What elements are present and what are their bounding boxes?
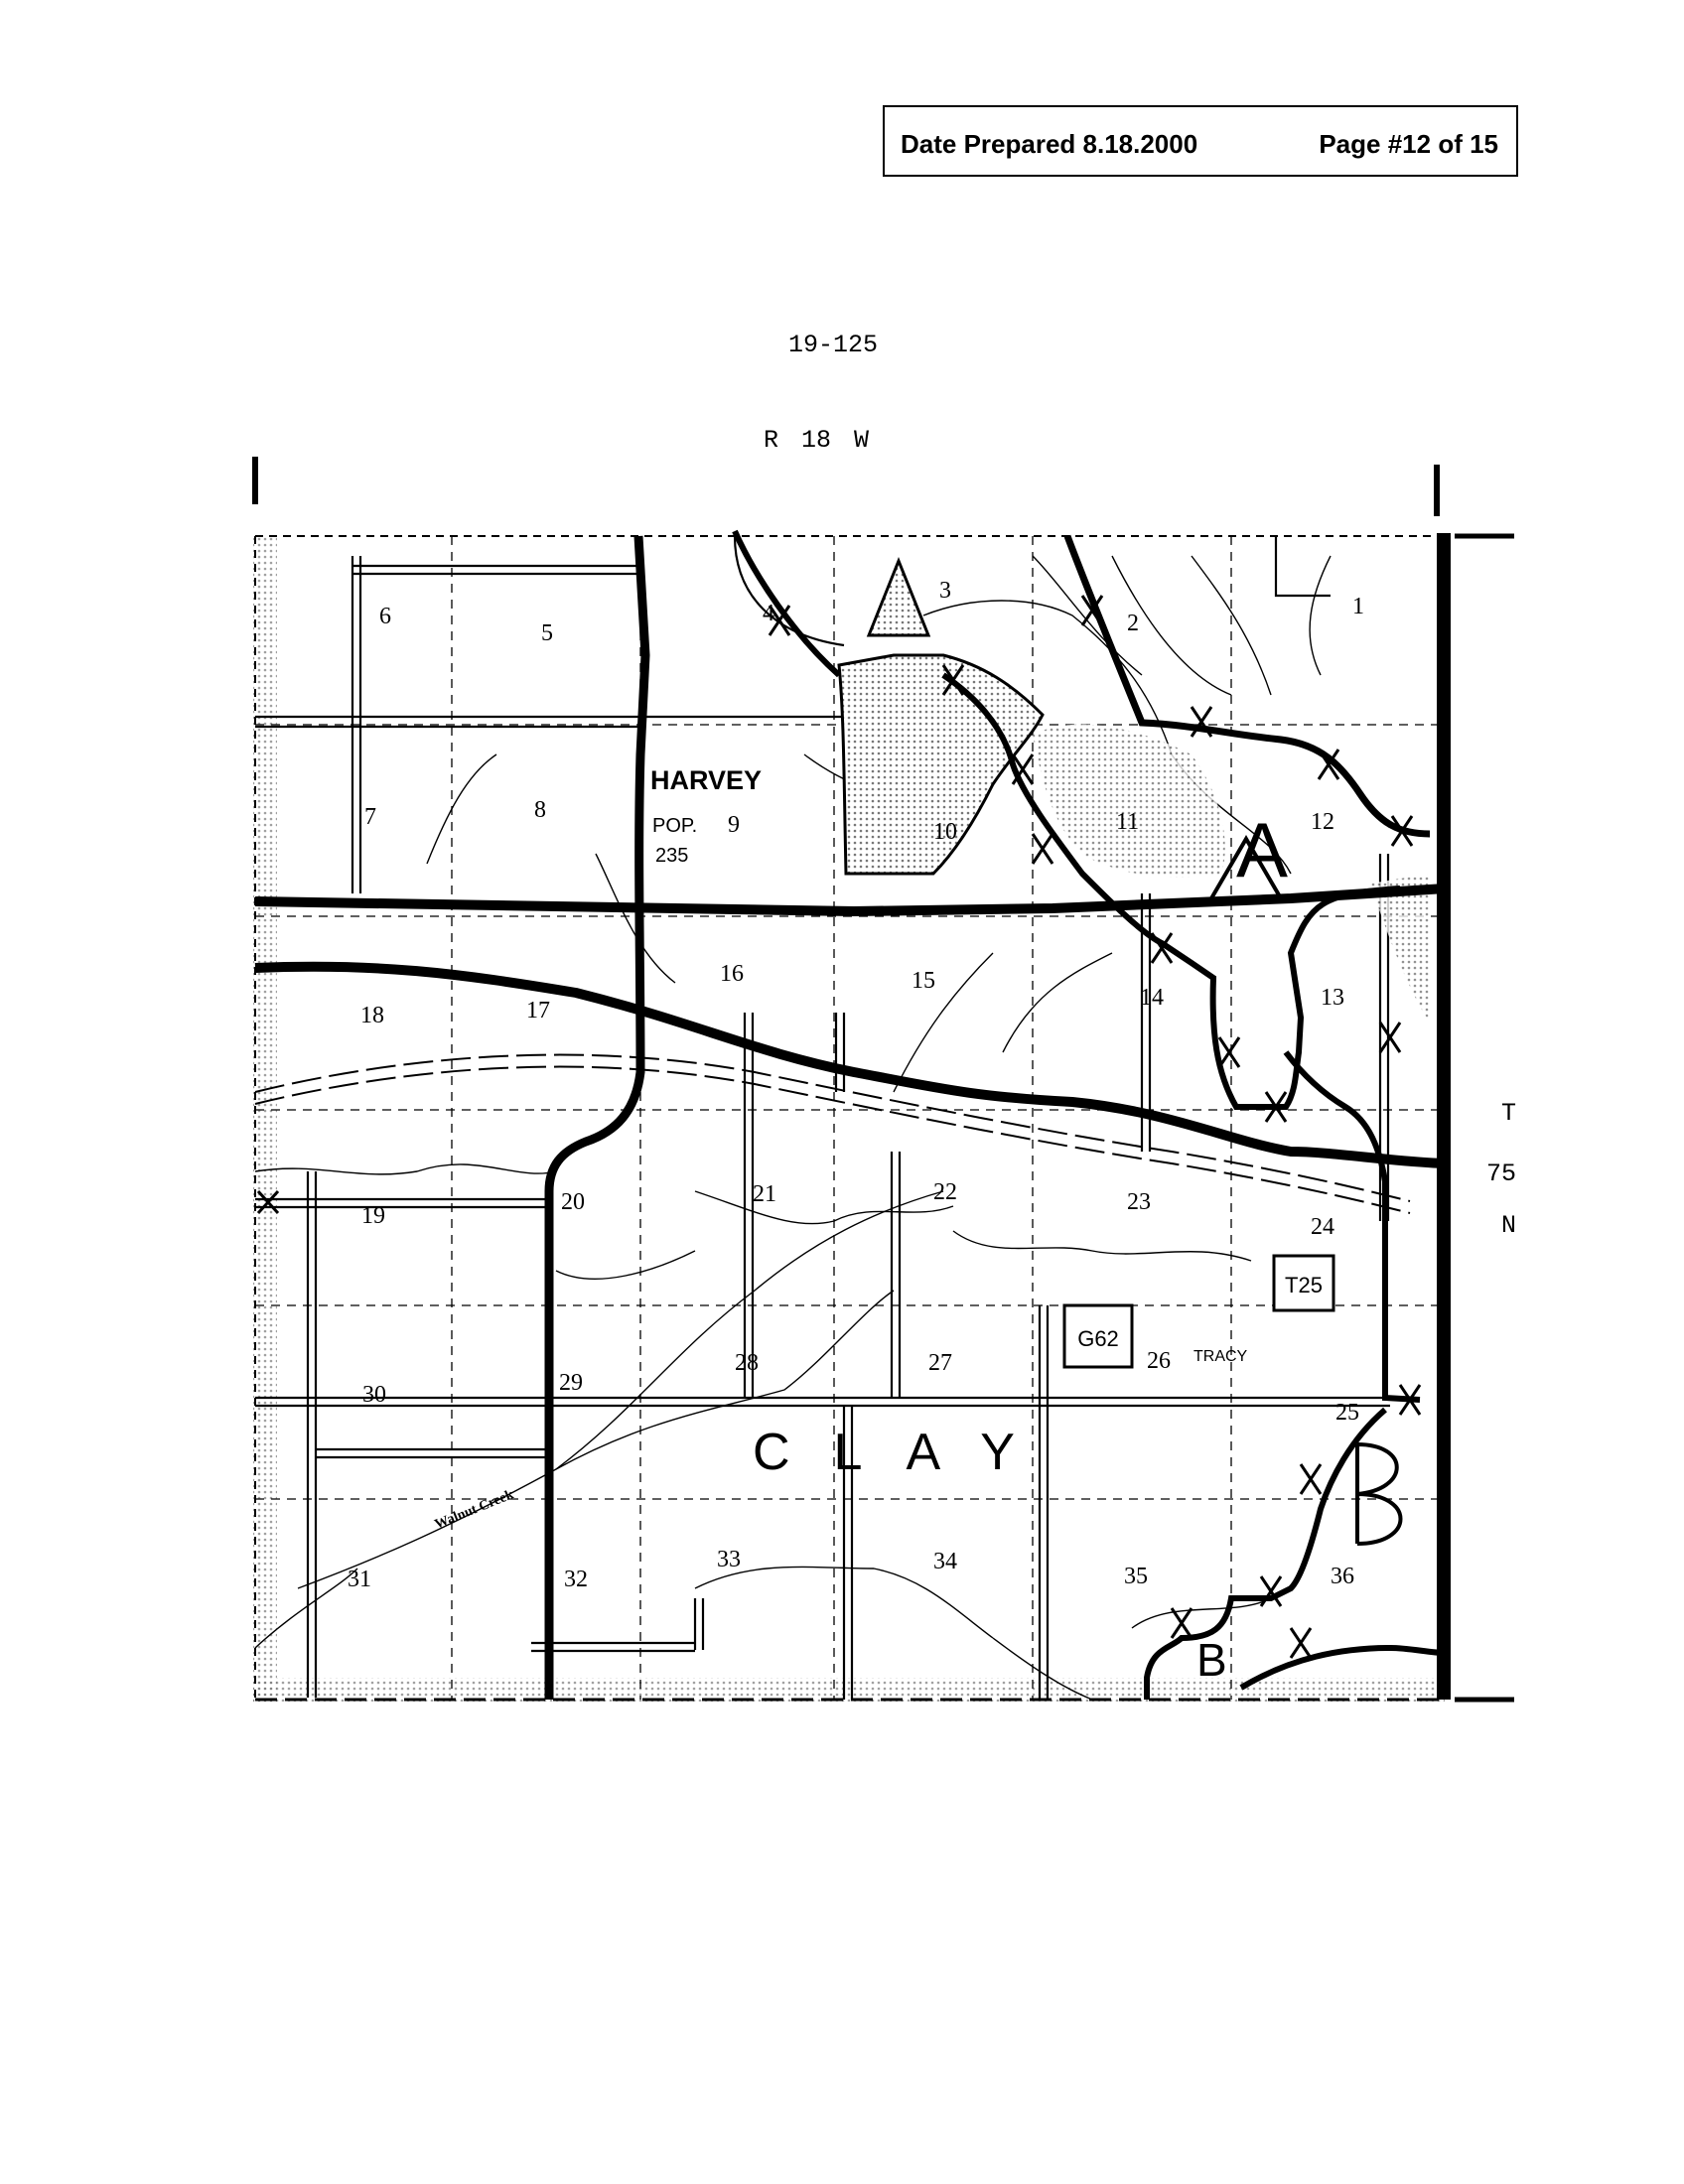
section-number: 33 — [717, 1547, 741, 1572]
township-label-t: T — [1501, 1099, 1517, 1128]
section-number: 31 — [348, 1567, 371, 1592]
railroad — [732, 529, 1446, 1700]
section-number: 28 — [735, 1350, 759, 1376]
section-number: 2 — [1127, 611, 1139, 636]
shaded-area-13 — [1370, 874, 1430, 1023]
zone-label-a-main: A — [1236, 806, 1288, 893]
township-label-num: 75 — [1486, 1160, 1517, 1188]
section-number: 35 — [1124, 1564, 1148, 1589]
section-number: 23 — [1127, 1189, 1151, 1215]
section-number: 24 — [1311, 1214, 1334, 1240]
route-shield-t25-label: T25 — [1285, 1273, 1323, 1297]
section-number: 26 — [1147, 1348, 1171, 1374]
secondary-roads — [255, 535, 1390, 1700]
section-number: 13 — [1321, 985, 1344, 1011]
zone-a-triangle-right — [1209, 835, 1283, 900]
town-pop-label: POP. — [652, 815, 697, 837]
zone-label-b-bottom: B — [1196, 1634, 1227, 1686]
header-box: Date Prepared 8.18.2000 Page #12 of 15 — [883, 105, 1518, 177]
railroad-x-marks — [256, 595, 1422, 1659]
section-number: 15 — [912, 968, 935, 994]
section-number: 10 — [933, 819, 957, 845]
highway-east-west — [254, 961, 1446, 1168]
town-population: 235 — [655, 845, 688, 867]
section-number: 21 — [753, 1181, 776, 1207]
creek-label: Walnut Creek — [433, 1487, 516, 1533]
section-number: 6 — [379, 604, 391, 629]
section-number: 34 — [933, 1549, 957, 1574]
section-number: 22 — [933, 1179, 957, 1205]
date-prepared: Date Prepared 8.18.2000 — [901, 129, 1198, 159]
section-number: 30 — [362, 1382, 386, 1408]
section-number: 11 — [1116, 809, 1139, 835]
map-shaded-margin-bottom — [253, 1678, 1445, 1702]
section-number: 29 — [559, 1370, 583, 1396]
highway-north-south — [544, 535, 650, 1700]
section-number: 19 — [361, 1203, 385, 1229]
section-number: 14 — [1140, 985, 1164, 1011]
section-number: 17 — [526, 998, 550, 1024]
town-name: HARVEY — [650, 765, 762, 795]
section-number: 4 — [763, 601, 774, 626]
zone-a-triangle-top — [866, 556, 931, 637]
railroad-corridor — [254, 1053, 1411, 1214]
zone-b-outline — [1355, 1442, 1403, 1546]
section-number: 32 — [564, 1567, 588, 1592]
township-label-n: N — [1501, 1211, 1517, 1240]
section-number: 12 — [1311, 809, 1334, 835]
section-number: 7 — [364, 804, 376, 830]
creeks — [254, 555, 1332, 1701]
small-town-name: TRACY — [1193, 1348, 1248, 1365]
route-shield-g62-label: G62 — [1077, 1326, 1119, 1351]
map-shaded-margin-left — [253, 536, 277, 1703]
map-id: 19-125 — [788, 331, 879, 359]
section-number: 27 — [928, 1350, 952, 1376]
county-label: CLAY — [753, 1424, 1058, 1481]
section-number: 25 — [1335, 1400, 1359, 1426]
shaded-area-11 — [1033, 724, 1225, 878]
route-shield-t25: T25 — [1272, 1254, 1335, 1312]
section-number: 9 — [728, 812, 740, 838]
range-label: R 18 W — [764, 426, 870, 455]
route-shield-g62: G62 — [1062, 1303, 1134, 1369]
section-numbers: 6 5 4 3 2 1 7 8 9 10 11 12 18 17 16 15 1… — [348, 578, 1364, 1592]
section-number: 36 — [1331, 1564, 1354, 1589]
section-number: 3 — [939, 578, 951, 604]
page-number: Page #12 of 15 — [1319, 129, 1498, 159]
section-number: 20 — [561, 1189, 585, 1215]
section-number: 18 — [360, 1003, 384, 1028]
harvey-town-area — [837, 653, 1045, 876]
section-number: 5 — [541, 620, 553, 646]
county-name: CLAY — [753, 1424, 1058, 1481]
section-number: 16 — [720, 961, 744, 987]
section-number: 8 — [534, 797, 546, 823]
section-number: 1 — [1352, 594, 1364, 619]
